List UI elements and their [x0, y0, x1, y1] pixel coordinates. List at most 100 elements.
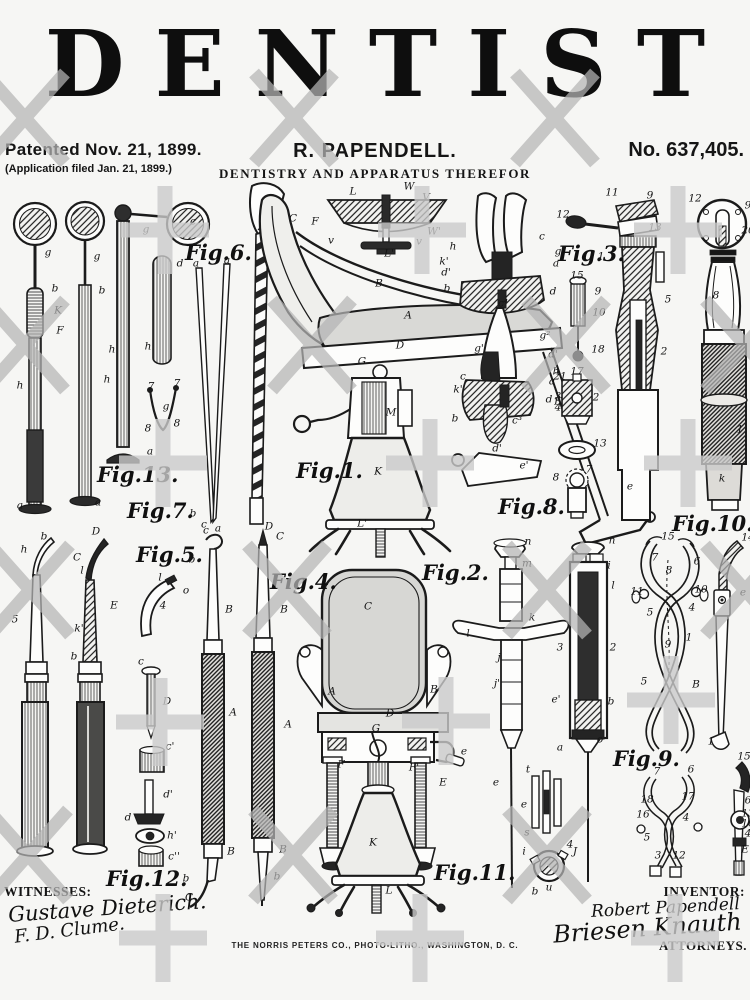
part-label: 10: [592, 306, 606, 319]
part-label: 4: [682, 811, 690, 824]
part-label: E: [439, 776, 447, 789]
part-label: a: [16, 499, 24, 512]
part-label: c: [138, 655, 144, 668]
part-label: k': [74, 622, 84, 635]
part-label: L': [384, 247, 394, 260]
part-label: A: [404, 309, 412, 322]
part-label: g²: [539, 329, 551, 342]
part-label: 18: [591, 343, 605, 356]
part-label: a: [192, 257, 200, 270]
part-label: B: [279, 843, 287, 856]
part-label: l: [611, 579, 615, 592]
printer-credit: THE NORRIS PETERS CO., PHOTO-LITHO., WAS…: [231, 941, 519, 950]
part-label: g: [142, 223, 150, 236]
part-label: G: [371, 722, 381, 735]
part-label: 12: [556, 208, 570, 221]
part-label: K: [374, 465, 382, 478]
part-label: g: [554, 245, 562, 258]
part-label: 17: [681, 790, 695, 803]
part-label: L: [349, 185, 357, 198]
part-label: b: [443, 282, 451, 295]
part-label: 2: [609, 641, 617, 654]
part-label: 12: [688, 192, 702, 205]
part-label: 16: [741, 817, 750, 830]
part-label: F': [408, 761, 420, 774]
part-label: h: [108, 343, 116, 356]
part-label: b: [182, 872, 190, 885]
part-label: d': [163, 788, 173, 801]
part-label: 6: [687, 763, 695, 776]
part-label: j: [497, 651, 501, 664]
part-label: c: [190, 215, 196, 228]
fig3-handpiece: [558, 199, 665, 521]
part-label: 6: [745, 794, 750, 806]
part-label: e: [492, 776, 500, 789]
part-label: 11: [630, 585, 644, 598]
part-label: n: [608, 534, 616, 547]
part-label: A: [229, 706, 237, 719]
part-label: g': [474, 342, 484, 355]
part-label: n: [524, 535, 532, 548]
part-label: b: [188, 553, 196, 566]
part-label: B: [692, 678, 700, 691]
part-label: B: [375, 277, 383, 290]
part-label: j': [493, 677, 501, 690]
fig1-label: Fig.1.: [296, 458, 363, 483]
part-label: u: [545, 881, 553, 894]
part-label: 8: [144, 422, 152, 435]
part-label: A: [284, 718, 292, 731]
part-label: o: [596, 733, 604, 746]
part-label: E: [110, 599, 118, 612]
part-label: 4: [745, 827, 750, 839]
part-label: e': [551, 693, 561, 706]
part-label: b: [607, 695, 615, 708]
part-label: L': [357, 517, 367, 530]
part-label: a: [223, 254, 231, 267]
part-label: 2: [592, 391, 600, 404]
part-label: c: [203, 524, 209, 537]
part-label: C: [275, 530, 285, 543]
part-label: m: [522, 557, 532, 570]
part-label: d': [492, 442, 502, 455]
part-label: a: [146, 445, 154, 458]
part-label: 15: [661, 530, 675, 543]
part-label: 14: [741, 531, 750, 544]
part-label: 1: [597, 250, 605, 263]
part-label: 10: [694, 583, 708, 596]
part-label: o: [182, 584, 190, 597]
part-label: 13: [593, 437, 607, 450]
part-label: i: [607, 559, 611, 572]
part-label: l: [158, 571, 162, 584]
part-label: C: [184, 891, 194, 904]
part-label: 7: [173, 377, 181, 390]
patent-number: No. 637,405.: [628, 139, 744, 161]
part-label: 12: [672, 849, 686, 862]
part-label: 4: [688, 601, 696, 614]
part-label: h: [103, 373, 111, 386]
part-label: 7: [651, 551, 659, 564]
part-label: 9: [594, 285, 602, 298]
fig8-label: Fig.8.: [498, 494, 565, 519]
part-label: i: [522, 845, 526, 858]
part-label: 9: [646, 189, 654, 202]
part-label: b: [70, 650, 78, 663]
part-label: k': [453, 383, 463, 396]
part-label: h: [144, 340, 152, 353]
part-label: 13: [648, 221, 662, 234]
part-label: v: [328, 234, 334, 247]
part-label: 4: [159, 599, 167, 612]
part-label: 18: [640, 793, 654, 806]
part-label: g: [162, 400, 170, 413]
part-label: 8: [552, 471, 560, 484]
part-label: A: [328, 685, 336, 698]
part-label: 9: [664, 638, 672, 651]
part-label: c: [460, 370, 466, 383]
part-label: B: [225, 603, 233, 616]
part-label: E: [741, 843, 749, 856]
part-label: D: [91, 525, 101, 538]
part-label: b: [98, 284, 106, 297]
part-label: D: [162, 695, 172, 708]
part-label: c: [539, 230, 545, 243]
part-label: d: [545, 393, 553, 406]
part-label: 3: [554, 390, 562, 403]
